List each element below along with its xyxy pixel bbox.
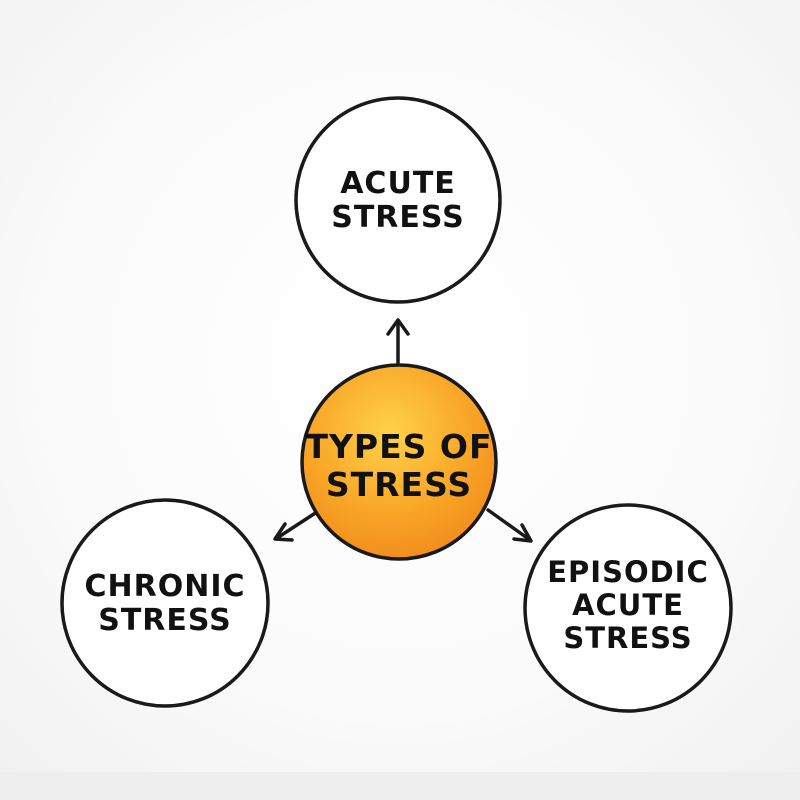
node-episodic-line2: ACUTE [572,588,684,622]
arrow-to-top [386,318,410,370]
node-episodic-acute-stress-circle [523,503,733,713]
arrow-to-right [486,508,533,543]
node-types-of-stress: TYPES OF STRESS [300,363,498,561]
node-episodic-line3: STRESS [563,621,692,655]
arrow-to-left [273,508,322,542]
node-chronic-stress-line1: CHRONIC [84,569,245,604]
node-episodic-line1: EPISODIC [547,555,709,589]
node-episodic-acute-stress: EPISODIC ACUTE STRESS [523,503,733,713]
node-chronic-stress-line2: STRESS [98,603,232,638]
center-line2: STRESS [326,465,472,504]
node-chronic-stress-circle [60,498,270,708]
footer-bar [0,772,800,800]
center-circle [300,363,498,561]
node-acute-stress-line1: ACUTE [340,166,456,201]
node-chronic-stress: CHRONIC STRESS [60,498,270,708]
node-acute-stress-circle [294,96,502,304]
node-acute-stress-line2: STRESS [331,200,465,235]
node-acute-stress: ACUTE STRESS [294,96,502,304]
center-line1: TYPES OF [306,427,493,466]
